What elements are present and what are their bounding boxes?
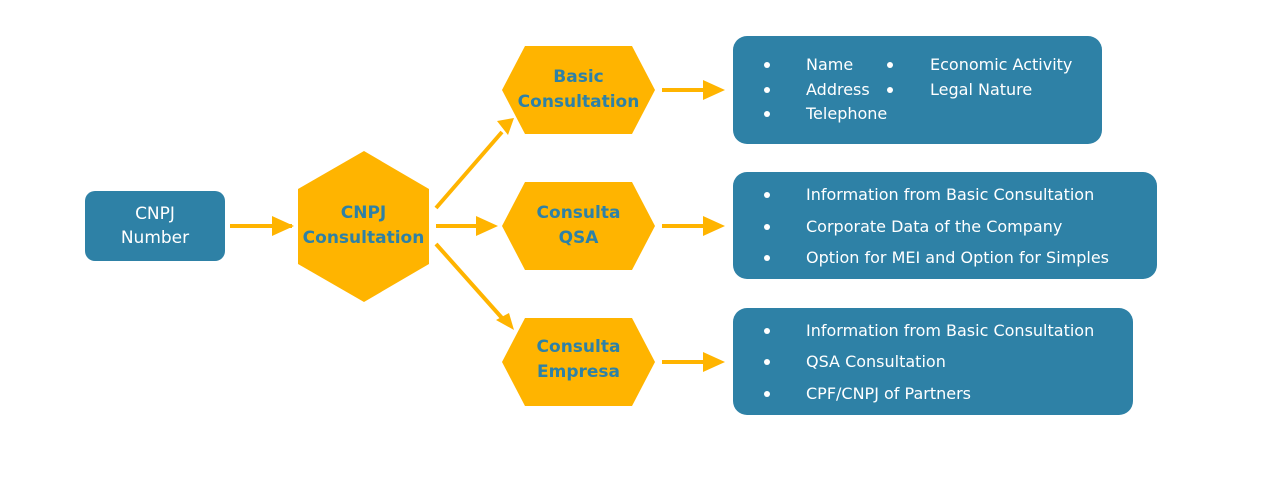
bullet-dot xyxy=(764,255,770,261)
qsa-item: Option for MEI and Option for Simples xyxy=(806,248,1110,267)
empresa-label-line1: Consulta xyxy=(536,337,621,357)
empresa-label-line2: Empresa xyxy=(537,362,620,382)
arrowhead-basic xyxy=(497,118,514,135)
basic-item: Name xyxy=(806,55,854,74)
qsa-hexagon-label: Consulta QSA xyxy=(502,190,655,262)
arrowhead-input xyxy=(272,216,294,236)
center-hexagon xyxy=(298,151,429,302)
arrowhead-empresa xyxy=(496,313,514,330)
arrowhead-qsa-box xyxy=(703,216,725,236)
arrowhead-empresa-box xyxy=(703,352,725,372)
bullet-dot xyxy=(764,62,770,68)
basic-hexagon xyxy=(502,46,655,134)
empresa-details-box: Information from Basic Consultation QSA … xyxy=(733,308,1133,415)
center-label-line1: CNPJ xyxy=(340,203,387,223)
qsa-hexagon xyxy=(502,182,655,270)
cnpj-number-line1: CNPJ xyxy=(135,204,175,224)
center-hexagon-label: CNPJ Consultation xyxy=(298,190,429,262)
bullet-dot xyxy=(764,111,770,117)
arrow-center-to-empresa xyxy=(434,242,504,320)
basic-details-box: Name Address Telephone Economic Activity… xyxy=(733,36,1102,144)
arrows xyxy=(230,80,725,372)
empresa-hexagon xyxy=(502,318,655,406)
bullet-dot xyxy=(887,62,893,68)
bullet-dot xyxy=(764,192,770,198)
empresa-item: CPF/CNPJ of Partners xyxy=(806,384,971,403)
empresa-item: Information from Basic Consultation xyxy=(806,321,1095,340)
bullet-dot xyxy=(764,359,770,365)
center-label-line2: Consultation xyxy=(302,228,425,248)
basic-item: Economic Activity xyxy=(930,55,1073,74)
qsa-item: Information from Basic Consultation xyxy=(806,185,1095,204)
empresa-hexagon-label: Consulta Empresa xyxy=(502,324,655,396)
bullet-dot xyxy=(764,224,770,230)
cnpj-number-line2: Number xyxy=(120,228,190,248)
cnpj-number-box: CNPJ Number xyxy=(85,191,225,261)
arrowhead-qsa xyxy=(476,216,498,236)
basic-label-line2: Consultation xyxy=(517,92,640,112)
bullet-dot xyxy=(764,328,770,334)
basic-hexagon-label: Basic Consultation xyxy=(502,54,655,126)
bullet-dot xyxy=(764,391,770,397)
arrowhead-basic-box xyxy=(703,80,725,100)
empresa-item: QSA Consultation xyxy=(806,352,946,371)
arrow-center-to-basic xyxy=(434,130,504,210)
basic-item: Telephone xyxy=(806,104,888,123)
bullet-dot xyxy=(887,87,893,93)
bullet-dot xyxy=(764,87,770,93)
qsa-label-line2: QSA xyxy=(558,228,599,248)
basic-label-line1: Basic xyxy=(553,67,604,87)
basic-item: Legal Nature xyxy=(930,80,1033,99)
qsa-details-box: Information from Basic Consultation Corp… xyxy=(733,172,1157,279)
qsa-item: Corporate Data of the Company xyxy=(806,217,1063,236)
basic-item: Address xyxy=(806,80,870,99)
qsa-label-line1: Consulta xyxy=(536,203,621,223)
